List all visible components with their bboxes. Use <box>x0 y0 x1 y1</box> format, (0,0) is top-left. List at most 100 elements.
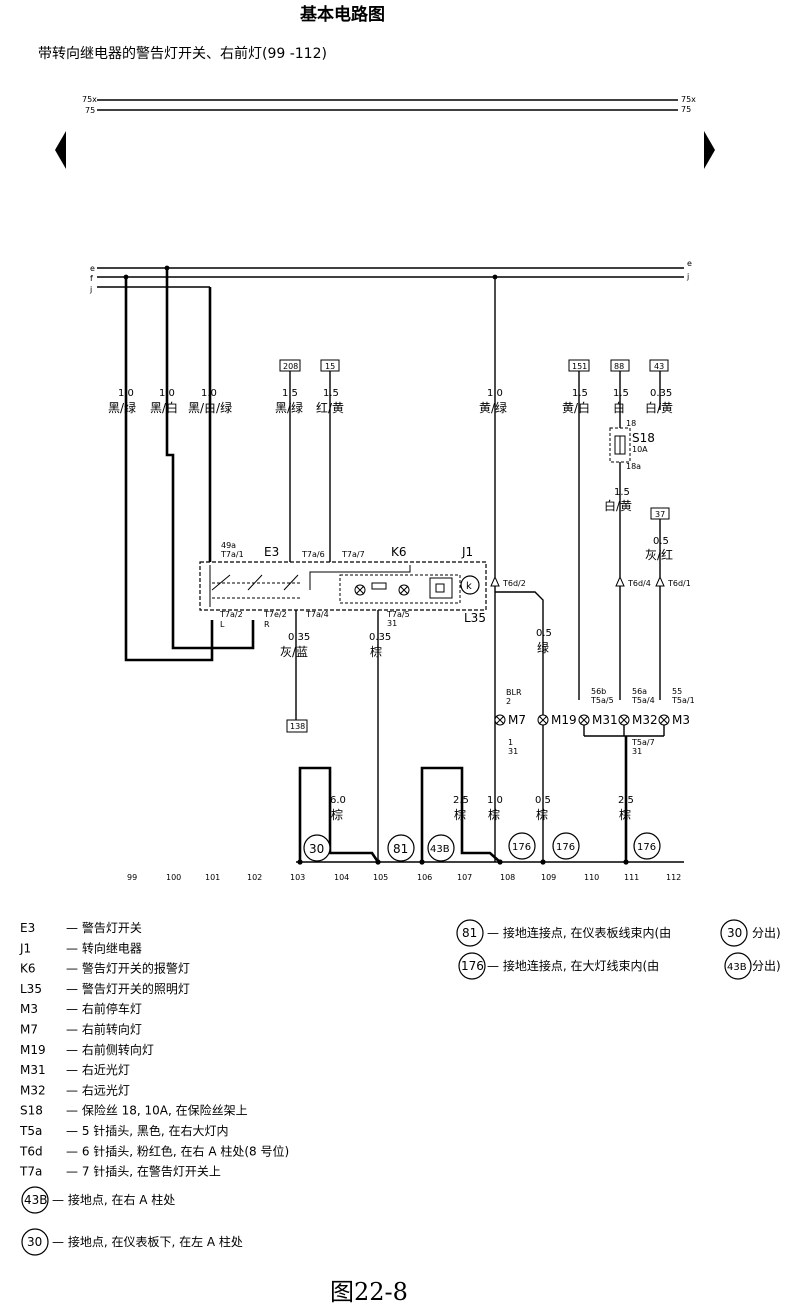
scroll-right-arrow-icon[interactable] <box>704 131 715 169</box>
pin-2: 2 <box>506 697 511 706</box>
wire-7-size: 1.5 <box>572 388 588 399</box>
pin-t7a5: T7a/5 <box>386 610 410 619</box>
label-m7: M7 <box>508 713 526 727</box>
label-m32: M32 <box>632 713 658 727</box>
legend-code: T5a <box>19 1124 42 1138</box>
wire-11-color: 灰/红 <box>645 547 673 562</box>
wire-6-color: 黄/绿 <box>479 400 507 415</box>
bus-75: 75x 75 75x 75 <box>82 95 696 115</box>
bus-f-label-left: f <box>90 274 93 283</box>
pin-t7a4: T7a/4 <box>305 610 329 619</box>
page-subtitle: 带转向继电器的警告灯开关、右前灯(99 -112) <box>38 45 327 62</box>
legend-description: — 右前转向灯 <box>66 1022 142 1037</box>
legend-description: — 7 针插头, 在警告灯开关上 <box>66 1164 221 1179</box>
column-number: 109 <box>541 873 556 882</box>
pin-t7a7: T7a/7 <box>341 550 365 559</box>
label-l35: L35 <box>464 611 486 625</box>
wire-9-color: 白/黄 <box>645 400 673 415</box>
pin-1: 1 <box>508 738 513 747</box>
wire-14-size: 0.35 <box>369 632 391 643</box>
terminal-15-label: 15 <box>325 362 335 371</box>
wire-9-size: 0.35 <box>650 388 672 399</box>
wire-1-color: 黑/绿 <box>108 400 136 415</box>
wire-7-color: 黄/白 <box>562 400 590 415</box>
k6-lamp-icon <box>354 584 366 596</box>
legend-right-ref: 43B <box>727 962 747 973</box>
flasher-unit-icon <box>460 575 480 595</box>
wire-4-color: 黑/绿 <box>275 400 303 415</box>
ground-176c-label: 176 <box>637 842 656 853</box>
ground-point-43b: 43B <box>427 834 455 862</box>
pin-t6d2: T6d/2 <box>502 579 526 588</box>
wire-19-color: 棕 <box>619 807 631 822</box>
legend-description: — 6 针插头, 粉红色, 在右 A 柱处(8 号位) <box>66 1143 289 1158</box>
wire-15-size: 6.0 <box>330 795 346 806</box>
wire-10-size: 1.5 <box>614 487 630 498</box>
wire-3-color: 黑/白/绿 <box>188 400 232 415</box>
legend-code: K6 <box>20 962 36 976</box>
terminal-box-138 <box>286 719 308 733</box>
legend-code: E3 <box>20 921 35 935</box>
legend-code: M7 <box>20 1023 38 1037</box>
bus-j-label-left: j <box>89 285 92 294</box>
wire-2-size: 1.0 <box>159 388 175 399</box>
legend-right-code: 81 <box>462 926 477 940</box>
legend-ground-code: 30 <box>27 1235 42 1249</box>
legend-right-suffix: 分出) <box>752 926 781 940</box>
scroll-left-arrow-icon[interactable] <box>55 131 66 169</box>
ground-point-30: 30 <box>303 834 331 862</box>
legend-code: M19 <box>20 1043 46 1057</box>
wire-8-color: 白 <box>613 400 625 415</box>
l35-lamp-icon <box>398 584 410 596</box>
column-number: 102 <box>247 873 262 882</box>
column-number: 111 <box>624 873 639 882</box>
terminal-43-label: 43 <box>654 362 664 371</box>
bus-75-label-right: 75 <box>681 105 691 114</box>
label-m31: M31 <box>592 713 618 727</box>
pin-t7a6: T7a/6 <box>301 550 325 559</box>
legend-ground-item: 43B— 接地点, 在右 A 柱处 <box>21 1186 175 1214</box>
bus-j-label-right: j <box>686 272 689 281</box>
legend-code: T6d <box>19 1144 43 1158</box>
terminal-88-label: 88 <box>614 362 624 371</box>
pin-t7a1: T7a/1 <box>220 550 244 559</box>
legend-right-suffix: 分出) <box>752 959 781 973</box>
legend-description: — 警告灯开关的照明灯 <box>66 981 190 996</box>
connector-t6d4-icon <box>615 575 625 587</box>
pin-55: 55 <box>672 687 682 696</box>
wire-12-size: 0.5 <box>536 628 552 639</box>
connector-t6d2-icon <box>490 575 500 587</box>
bus-e-label-right: e <box>687 259 692 268</box>
label-j1: J1 <box>461 545 473 559</box>
switch-feed-wires <box>124 268 255 662</box>
bus-efj: e f j e j <box>89 259 692 294</box>
column-number: 108 <box>500 873 515 882</box>
column-number: 106 <box>417 873 432 882</box>
relay-coil-icon <box>429 577 453 599</box>
column-number: 107 <box>457 873 472 882</box>
pin-56b: 56b <box>591 687 606 696</box>
pin-t6d4: T6d/4 <box>627 579 651 588</box>
wire-13-color: 灰/蓝 <box>280 645 308 659</box>
wire-2-color: 黑/白 <box>150 400 178 415</box>
column-number: 105 <box>373 873 388 882</box>
wire-17-color: 棕 <box>488 807 500 822</box>
legend-description: — 右远光灯 <box>66 1082 130 1097</box>
legend-description: — 转向继电器 <box>66 940 142 955</box>
legend-code: M31 <box>20 1063 46 1077</box>
column-number: 112 <box>666 873 681 882</box>
ground-point-176-a: 176 <box>508 832 536 860</box>
column-number: 110 <box>584 873 599 882</box>
pin-31-m7: 31 <box>508 747 518 756</box>
terminal-box-43 <box>649 359 669 372</box>
legend-code: M3 <box>20 1002 38 1016</box>
legend-code: L35 <box>20 982 42 996</box>
legend-description: — 右前停车灯 <box>66 1001 142 1016</box>
label-s18: S18 <box>632 431 655 445</box>
pin-l: L <box>220 620 225 629</box>
pin-56a: 56a <box>632 687 647 696</box>
ground-43b-label: 43B <box>430 844 450 855</box>
